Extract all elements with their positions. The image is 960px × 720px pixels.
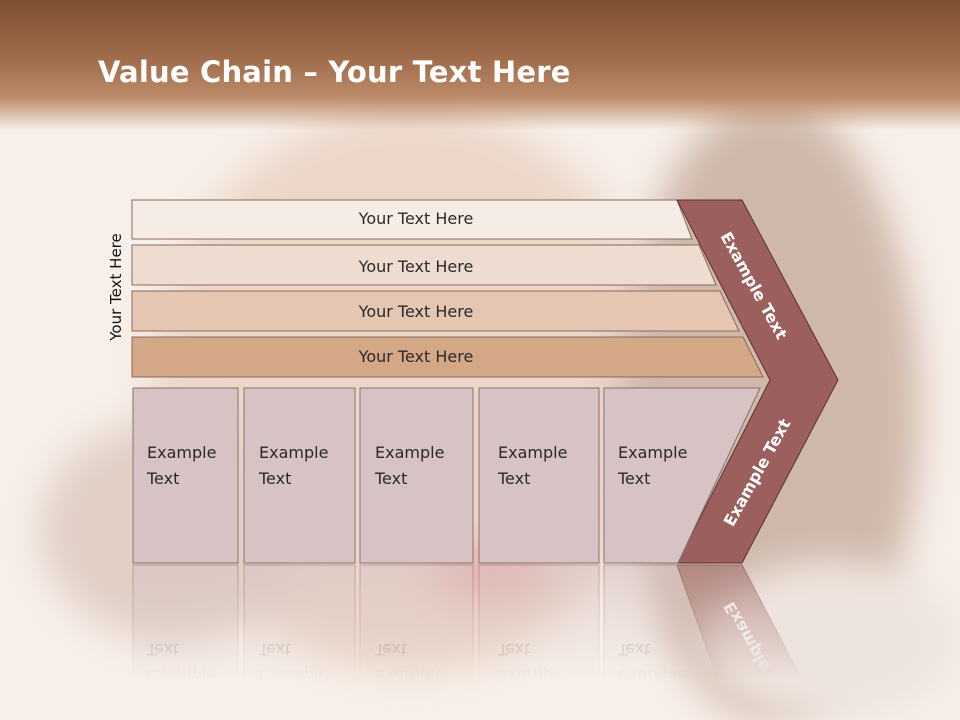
reflect-box-1 — [132, 564, 239, 720]
reflect-label-2-line1: Example — [259, 666, 328, 685]
title-rest: – Your Text Here — [293, 55, 571, 89]
column-label-3-line2: Text — [374, 469, 407, 488]
slide-title: Value Chain – Your Text Here — [98, 55, 571, 89]
column-label-4-line1: Example — [498, 443, 567, 462]
column-label-1-line2: Text — [146, 469, 179, 488]
column-box-4 — [478, 387, 600, 564]
row-band-1 — [131, 199, 693, 240]
chevron-shape — [676, 199, 839, 564]
reflect-chevron — [676, 564, 824, 720]
reflect-label-5-line1: Example — [618, 666, 687, 685]
column-label-1-line1: Example — [147, 443, 216, 462]
row-band-4 — [131, 336, 764, 378]
reflect-box-3 — [359, 564, 474, 720]
row-label-2: Your Text Here — [358, 257, 474, 276]
row-label-1: Your Text Here — [358, 209, 474, 228]
title-bold: Value Chain — [98, 55, 294, 89]
row-band-2 — [131, 244, 717, 286]
reflect-label-4-line1: Example — [498, 666, 567, 685]
column-box-3 — [359, 387, 474, 564]
row-label-4: Your Text Here — [358, 347, 474, 366]
reflect-label-1-line1: Example — [147, 666, 216, 685]
column-box-2 — [243, 387, 356, 564]
column-box-5 — [603, 387, 761, 564]
columns-layer: Example Text Example Text Example Text E… — [132, 387, 761, 564]
row-label-3: Your Text Here — [358, 302, 474, 321]
column-label-3-line1: Example — [375, 443, 444, 462]
reflect-label-3-line2: Text — [374, 640, 407, 659]
rows-layer: Your Text Here Your Text Here Your Text … — [131, 199, 764, 378]
column-label-2-line1: Example — [259, 443, 328, 462]
reflect-label-2-line2: Text — [258, 640, 291, 659]
reflect-label-3-line1: Example — [375, 666, 444, 685]
column-label-2-line2: Text — [258, 469, 291, 488]
reflect-box-2 — [243, 564, 356, 720]
reflection: Example Text Example Text Example Text E… — [132, 564, 824, 720]
column-box-1 — [132, 387, 239, 564]
column-label-5-line1: Example — [618, 443, 687, 462]
reflect-box-4 — [478, 564, 600, 720]
column-label-4-line2: Text — [497, 469, 530, 488]
reflect-label-5-line2: Text — [617, 640, 650, 659]
reflect-label-4-line2: Text — [497, 640, 530, 659]
column-label-5-line2: Text — [617, 469, 650, 488]
reflect-label-1-line2: Text — [146, 640, 179, 659]
title-bar — [0, 0, 960, 130]
row-band-3 — [131, 290, 740, 332]
